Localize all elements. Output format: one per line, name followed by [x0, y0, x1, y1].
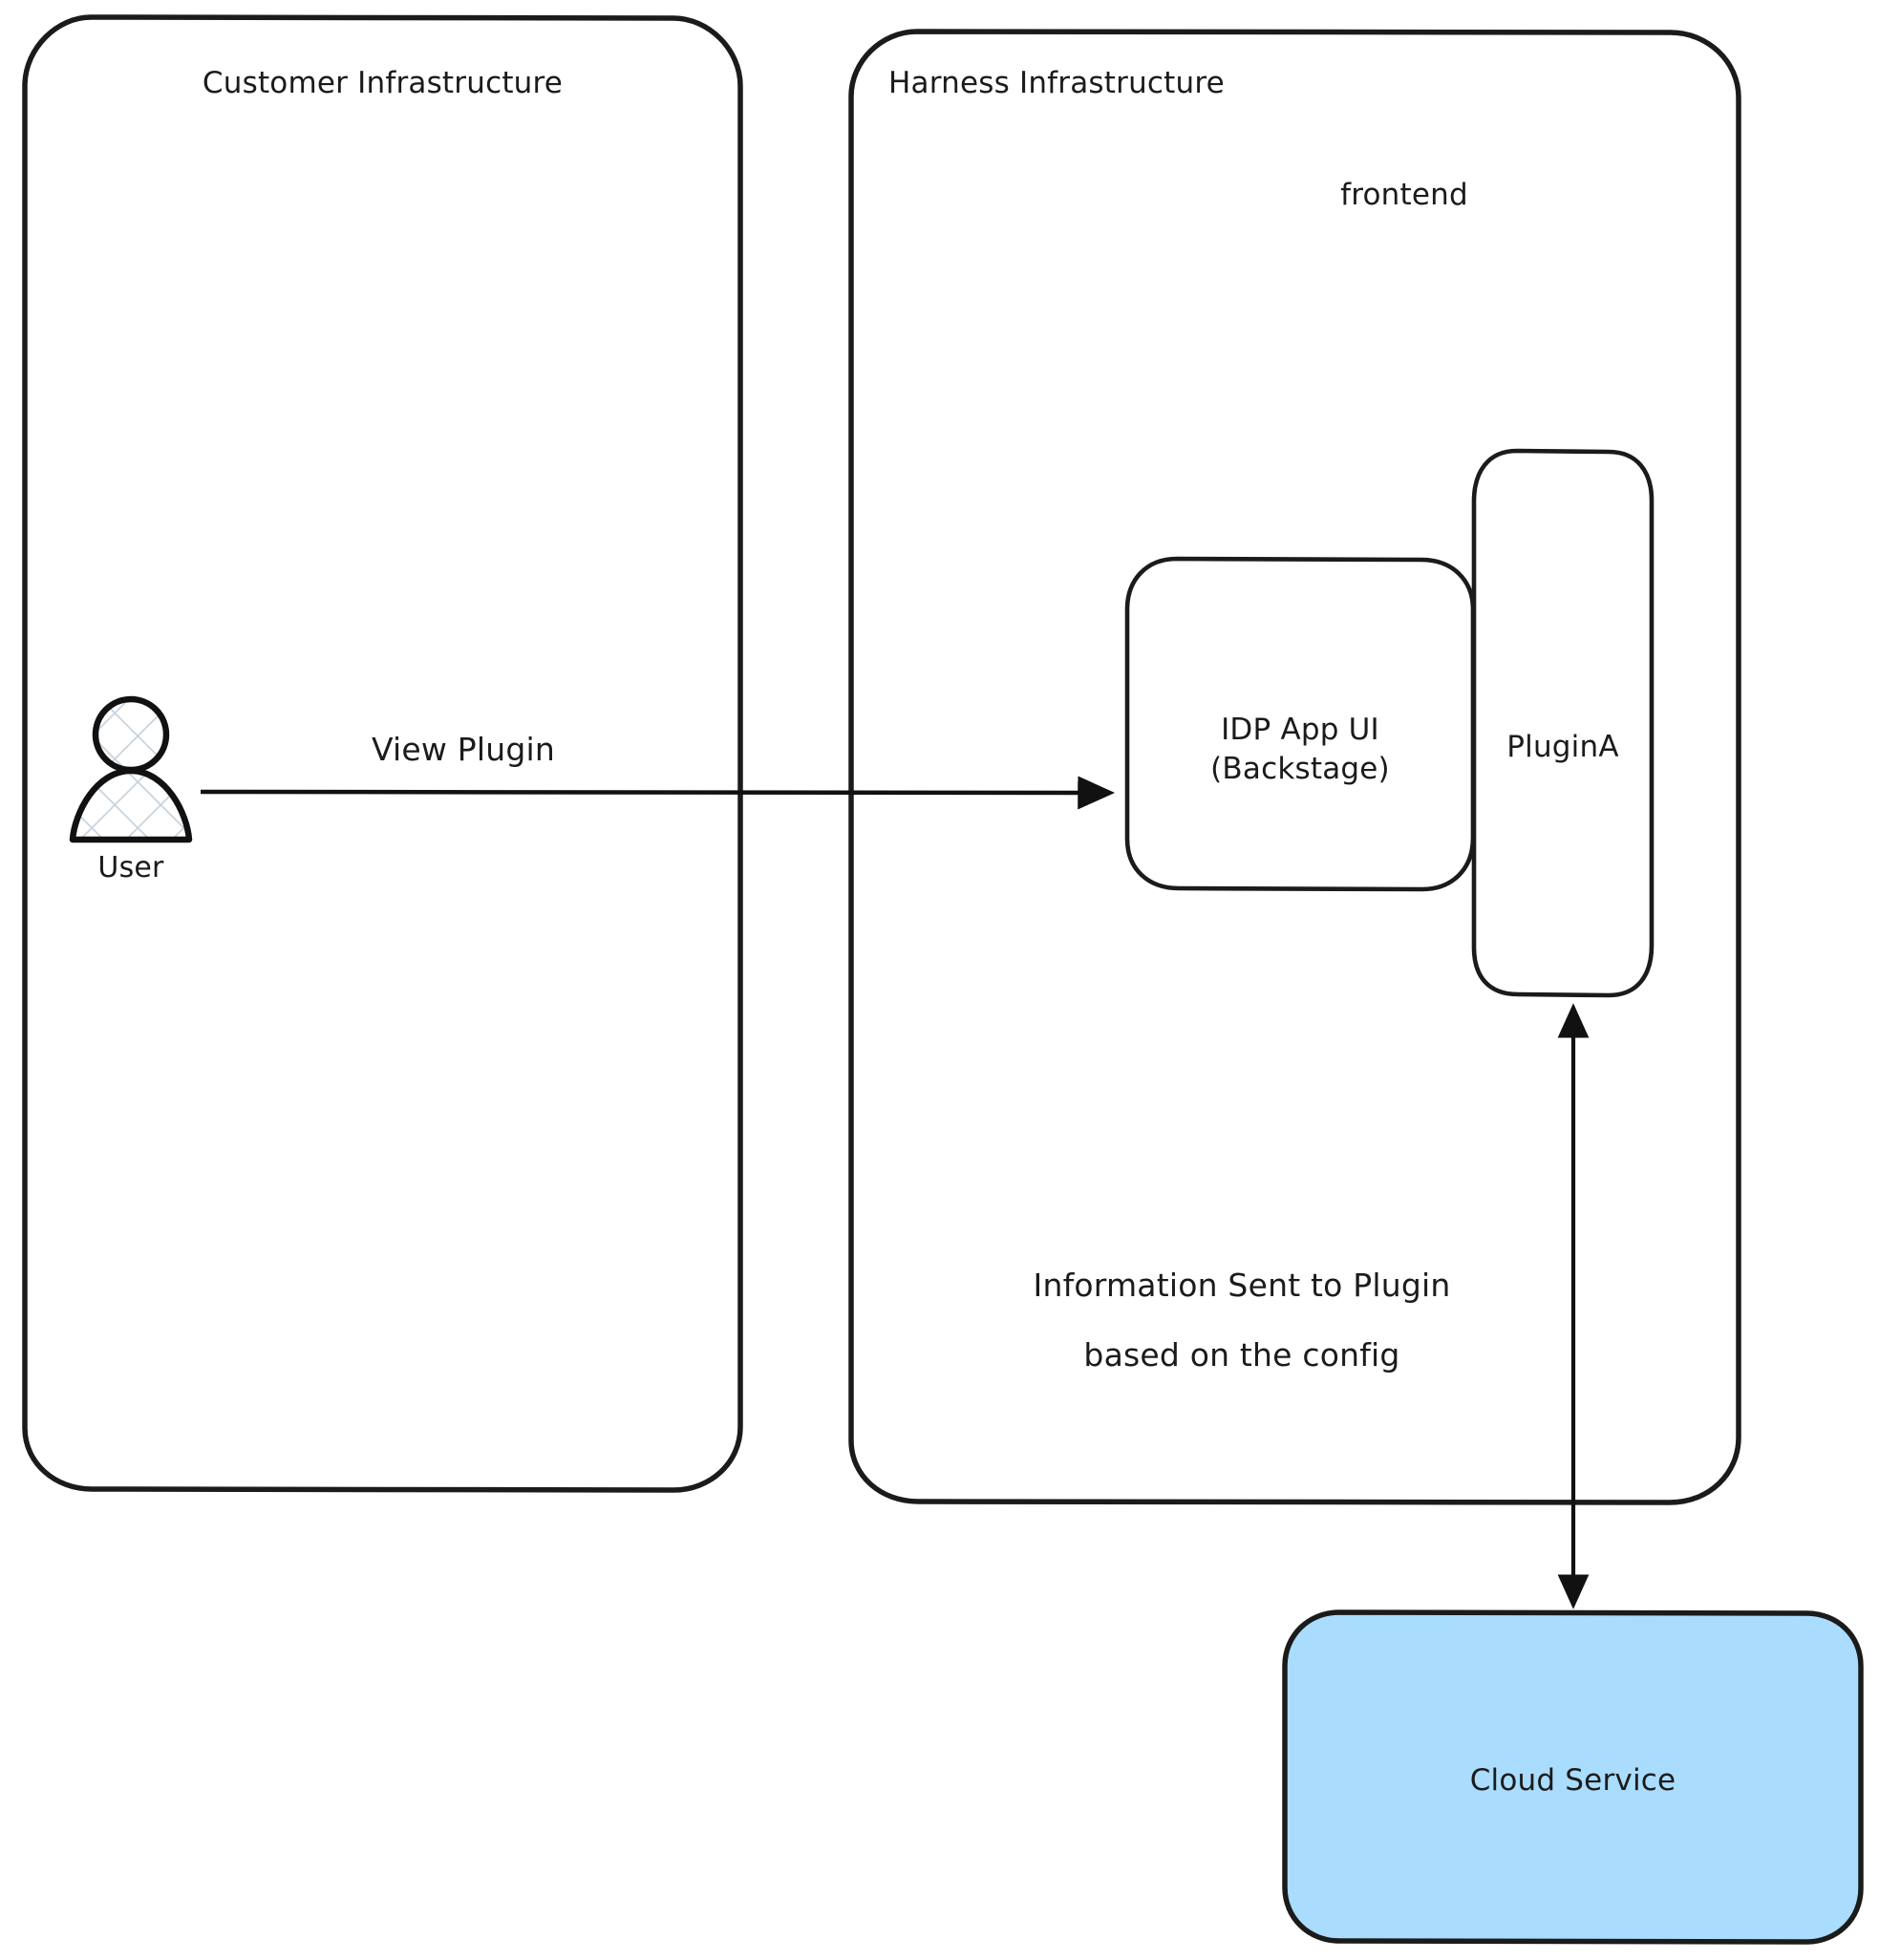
node-idp-app-ui[interactable] — [1124, 556, 1476, 892]
edge-user-to-idp[interactable] — [200, 776, 1116, 810]
container-customer-infrastructure[interactable] — [22, 14, 743, 1493]
node-cloud-service[interactable] — [1282, 1609, 1864, 1945]
user-actor-icon[interactable] — [69, 695, 196, 843]
node-plugin-a[interactable] — [1471, 448, 1655, 998]
